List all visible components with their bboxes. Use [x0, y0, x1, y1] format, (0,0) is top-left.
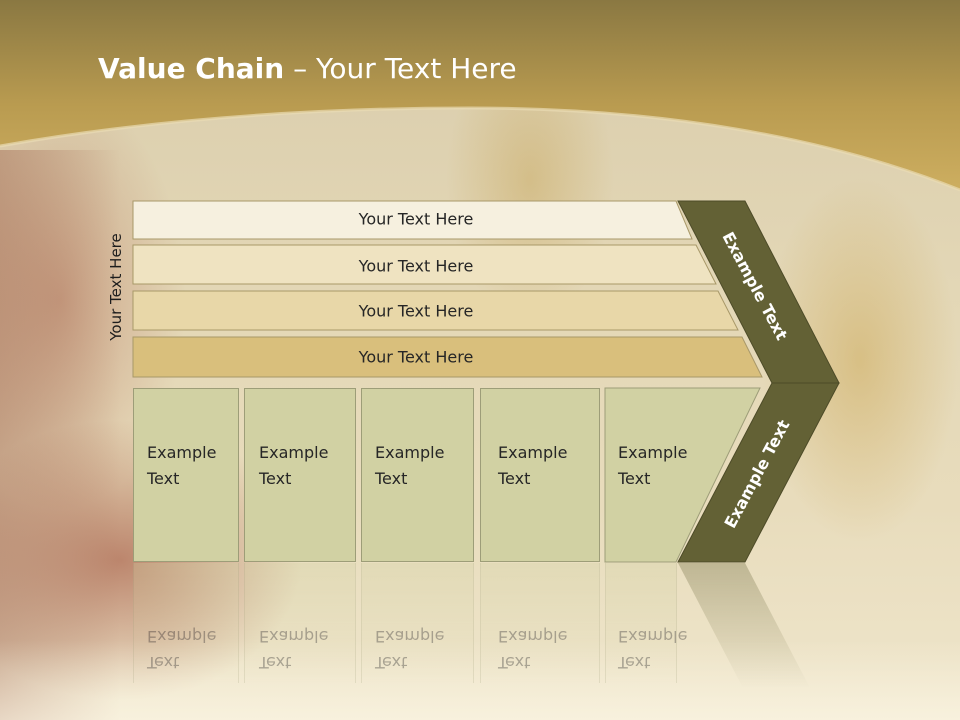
box-text-3-line2: Text — [375, 469, 408, 488]
activity-box-2 — [244, 388, 356, 562]
title-rest: – Your Text Here — [284, 52, 517, 85]
box-text-4-line2: Text — [498, 469, 531, 488]
row-band-3 — [132, 290, 739, 331]
box-text-1-line2: Text — [147, 469, 180, 488]
title-bold: Value Chain — [98, 52, 285, 85]
box-text-2-line2: Text — [259, 469, 292, 488]
row-band-1 — [132, 200, 693, 240]
chevron-lower — [677, 382, 840, 563]
box-text-5-line2: Text — [618, 469, 651, 488]
activity-box-1 — [133, 388, 239, 562]
row-band-4 — [132, 336, 763, 378]
box-text-3-line1: Example — [375, 443, 445, 462]
curtain-shade — [0, 150, 120, 720]
header-band — [0, 0, 960, 192]
row-label-1: Your Text Here — [358, 209, 474, 229]
box-text-2-line1: Example — [259, 443, 329, 462]
row-label-4: Your Text Here — [358, 347, 474, 367]
box-text-4-line1: Example — [498, 443, 568, 462]
box-5-arrow — [604, 387, 761, 563]
row-label-3: Your Text Here — [358, 301, 474, 321]
box-text-5-line1: Example — [618, 443, 688, 462]
activity-box-4 — [480, 388, 600, 562]
slide-title: Value Chain – Your Text Here — [98, 52, 517, 85]
row-label-2: Your Text Here — [358, 256, 474, 276]
row-band-2 — [132, 244, 717, 285]
box-text-1-line1: Example — [147, 443, 217, 462]
activity-box-3 — [361, 388, 474, 562]
